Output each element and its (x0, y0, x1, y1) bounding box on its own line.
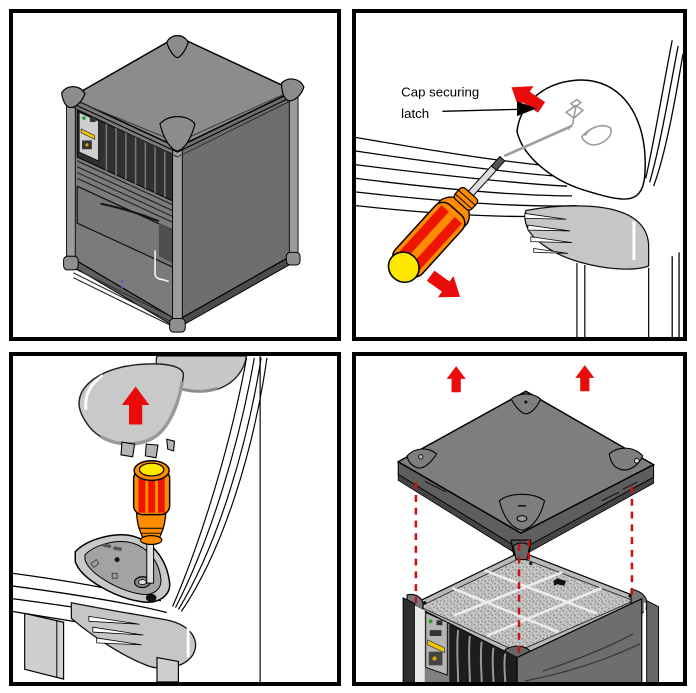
hand-on-corner (524, 205, 650, 337)
cap-hook (166, 438, 176, 452)
cap-screw (418, 454, 424, 460)
panel-step4-remove-bezel (352, 352, 687, 686)
drive-bays (449, 624, 518, 682)
machine-corner-edge-lines (172, 356, 268, 682)
handle-stripe (148, 472, 156, 513)
corner-pillar (288, 88, 299, 259)
remove-bezel-illustration (396, 365, 659, 682)
handle-collar (139, 535, 163, 546)
workstation-tower-illustration (61, 35, 305, 333)
lift-up-arrow-icon (575, 365, 595, 392)
handle-stripe (396, 205, 449, 261)
callout-label-line1: Cap securing (401, 85, 479, 100)
fingers (524, 212, 573, 254)
corner-pillar (172, 144, 183, 325)
panel-step2-release-latch: Cap securing latch (352, 9, 687, 341)
cap-screw (516, 515, 528, 522)
cap-recess (74, 534, 171, 603)
hand-on-corner (70, 601, 197, 669)
bezel-corner-caps (406, 393, 644, 531)
latch-hook (553, 578, 567, 587)
handle-push-arrow-icon (422, 265, 468, 308)
right-edge-post (646, 599, 659, 682)
callout: Cap securing latch (401, 85, 537, 121)
handle-collar (453, 186, 479, 211)
yellow-label (80, 128, 96, 140)
alignment-dashed-lines (414, 482, 634, 656)
mesh-grid-lines (451, 569, 602, 638)
screwdriver (132, 460, 171, 584)
machine-corner-edge-lines (645, 40, 683, 337)
release-latch-illustration: Cap securing latch (356, 40, 683, 337)
handle-butt-cap (138, 462, 165, 477)
corner-pillar (66, 94, 76, 262)
power-led (428, 619, 433, 624)
handle-butt-cap (387, 251, 420, 284)
screwdriver-shaft (146, 541, 155, 584)
cap-tab (120, 441, 136, 458)
corner-cap-outline (516, 79, 646, 200)
front-edge-post (402, 597, 416, 682)
screwdriver-tip (490, 155, 506, 172)
cap-screw (634, 457, 640, 464)
leader-line (442, 108, 521, 112)
bezel-top-face (396, 390, 656, 535)
screw-hole (145, 593, 157, 602)
handle-stripe (409, 217, 462, 273)
leader-arrowhead-icon (517, 101, 537, 117)
door-handle (100, 202, 160, 223)
fingers (88, 615, 144, 646)
panel-step3-lift-cap (9, 352, 341, 686)
bay-slats (456, 630, 507, 682)
tower (61, 35, 305, 333)
chassis (402, 542, 659, 682)
lift-cap-illustration (13, 356, 268, 682)
panel-step1-workstation (9, 9, 341, 341)
power-led (82, 116, 86, 120)
screw-hole (114, 557, 120, 563)
lift-up-arrow-icon (446, 366, 466, 393)
chassis-corner-post (512, 542, 531, 561)
cap-tab (144, 443, 159, 459)
top-bezel (396, 390, 656, 569)
cap-securing-latch (564, 98, 612, 146)
bay-slats (105, 123, 166, 197)
machine-feet (24, 612, 179, 682)
front-grille (76, 160, 175, 224)
top-corner-caps (61, 35, 305, 152)
handle-stripe (157, 472, 165, 513)
corner-cap (78, 363, 185, 459)
callout-label-line2: latch (401, 106, 429, 121)
yellow-label (427, 639, 445, 654)
handle-stripe (138, 472, 146, 513)
screwdriver (387, 155, 506, 284)
chassis-right-face (516, 597, 643, 682)
